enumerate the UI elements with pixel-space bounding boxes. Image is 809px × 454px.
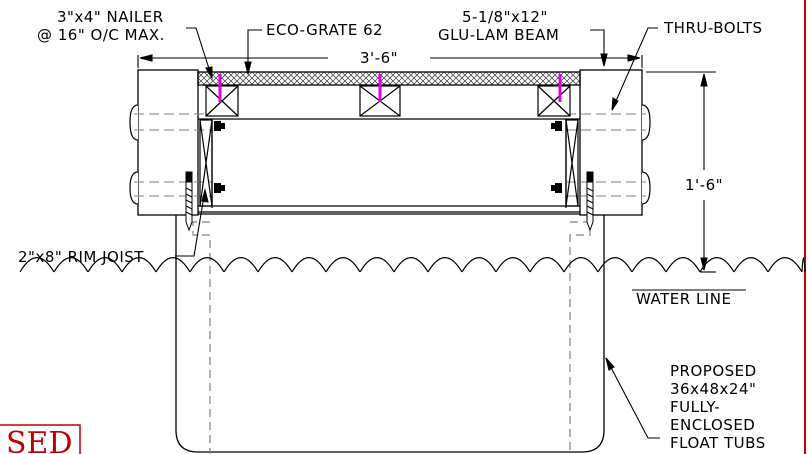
rim-joist-label: 2"x8" RIM JOIST [18, 248, 144, 266]
glulam-label-line1: 5-1/8"x12" [462, 8, 548, 26]
rim-joist-left [199, 119, 213, 207]
glulam-beam-right [566, 69, 651, 216]
water-line-waves [19, 257, 806, 273]
nailer-left [205, 85, 239, 117]
thru-bolts-label: THRU-BOLTS [663, 19, 763, 37]
deck-frame [197, 71, 581, 215]
water-line-label: WATER LINE [636, 290, 731, 308]
revision-stamp-text: SED [6, 426, 73, 454]
lag-screw-left [185, 171, 193, 232]
revision-stamp: SED [0, 424, 81, 454]
lag-screw-right [586, 171, 594, 232]
leaders [175, 27, 660, 439]
height-dimension [646, 71, 716, 273]
eco-grate-label: ECO-GRATE 62 [266, 21, 383, 39]
float-tub-label-line4: ENCLOSED [670, 416, 755, 434]
width-dimension-text: 3'-6" [360, 49, 398, 67]
nailer-label-line2: @ 16" O/C MAX. [37, 26, 165, 44]
nailer-right [537, 85, 571, 117]
rim-joist-right [565, 119, 579, 207]
float-tub-label-line5: FLOAT TUBS [670, 434, 766, 452]
float-tub [175, 211, 605, 453]
float-tub-label-line2: 36x48x24" [670, 380, 756, 398]
float-tub-hidden-lines [192, 221, 591, 454]
bolt-heads [214, 121, 562, 193]
glulam-label-line2: GLU-LAM BEAM [438, 26, 559, 44]
float-tub-label-line3: FULLY- [670, 398, 720, 416]
grate-fasteners [218, 74, 562, 102]
nailer-label-line1: 3"x4" NAILER [57, 8, 164, 26]
float-tub-label-line1: PROPOSED [670, 362, 757, 380]
height-dimension-text: 1'-6" [685, 176, 723, 194]
glulam-beam-left [129, 69, 212, 216]
